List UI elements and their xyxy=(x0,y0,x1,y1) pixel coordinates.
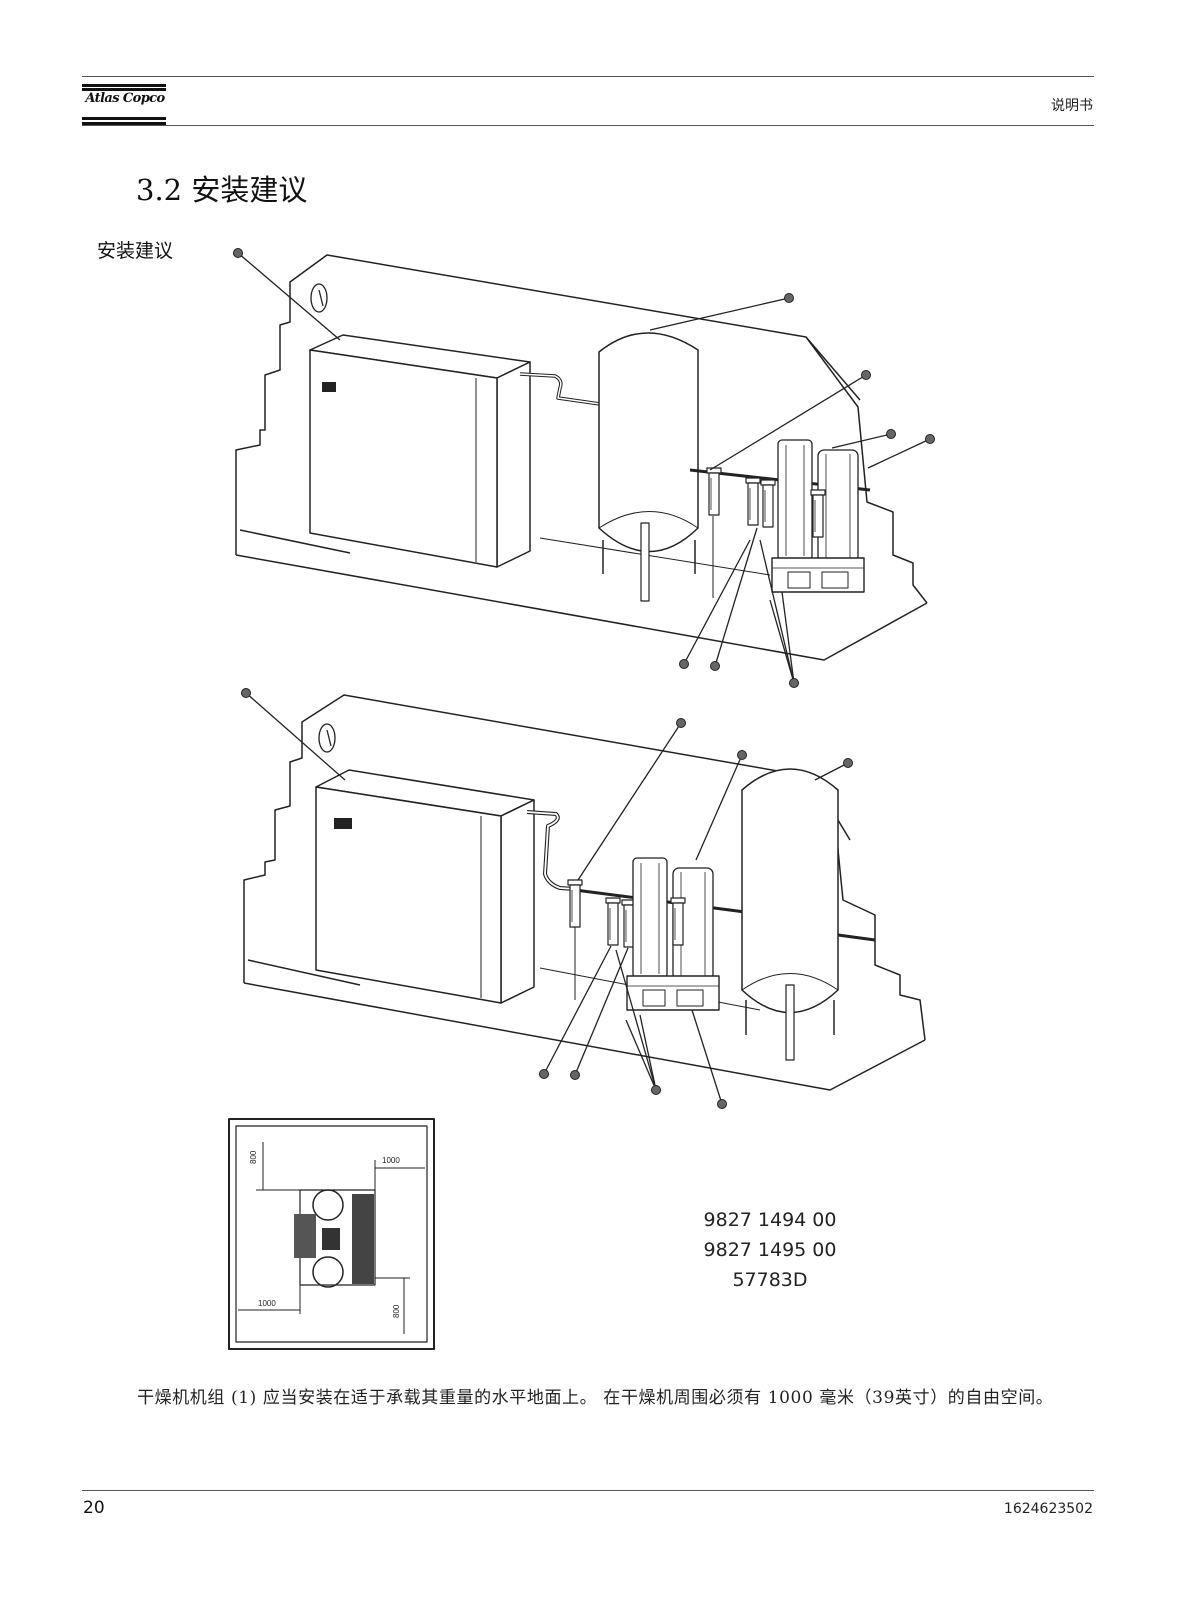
logo-wordmark: Atlas Copco xyxy=(85,91,165,106)
header-bottom-rule xyxy=(82,125,1094,126)
layout-drawing-top xyxy=(235,252,931,684)
figure-label: 安装建议 xyxy=(97,240,174,262)
document-number: 1624623502 xyxy=(1003,1501,1093,1517)
plan-view-clearance-diagram xyxy=(228,1118,435,1350)
atlas-copco-logo: Atlas Copco xyxy=(82,82,166,126)
document-type: 说明书 xyxy=(1051,98,1093,114)
body-paragraph: 干燥机机组 (1) 应当安装在适于承载其重量的水平地面上。 在干燥机周围必须有 … xyxy=(137,1388,1054,1408)
reference-number: 9827 1494 00 xyxy=(703,1209,837,1231)
installation-drawing: 800 1000 1000 800 xyxy=(228,248,935,1350)
drawing-reference-numbers: 9827 1494 00 9827 1495 00 57783D xyxy=(690,1205,850,1295)
dim-label-bottom-vertical: 800 xyxy=(392,1304,401,1318)
header-top-rule xyxy=(82,76,1094,77)
section-title: 3.2 安装建议 xyxy=(136,173,308,207)
page-number: 20 xyxy=(83,1498,105,1518)
layout-drawing-bottom xyxy=(243,692,926,1105)
dim-label-top-horizontal: 1000 xyxy=(382,1156,400,1165)
reference-number: 9827 1495 00 xyxy=(703,1239,837,1261)
dim-label-top-vertical: 800 xyxy=(249,1150,258,1164)
dim-label-bottom-horizontal: 1000 xyxy=(258,1299,276,1308)
reference-number: 57783D xyxy=(732,1269,808,1291)
footer-rule xyxy=(82,1490,1094,1491)
